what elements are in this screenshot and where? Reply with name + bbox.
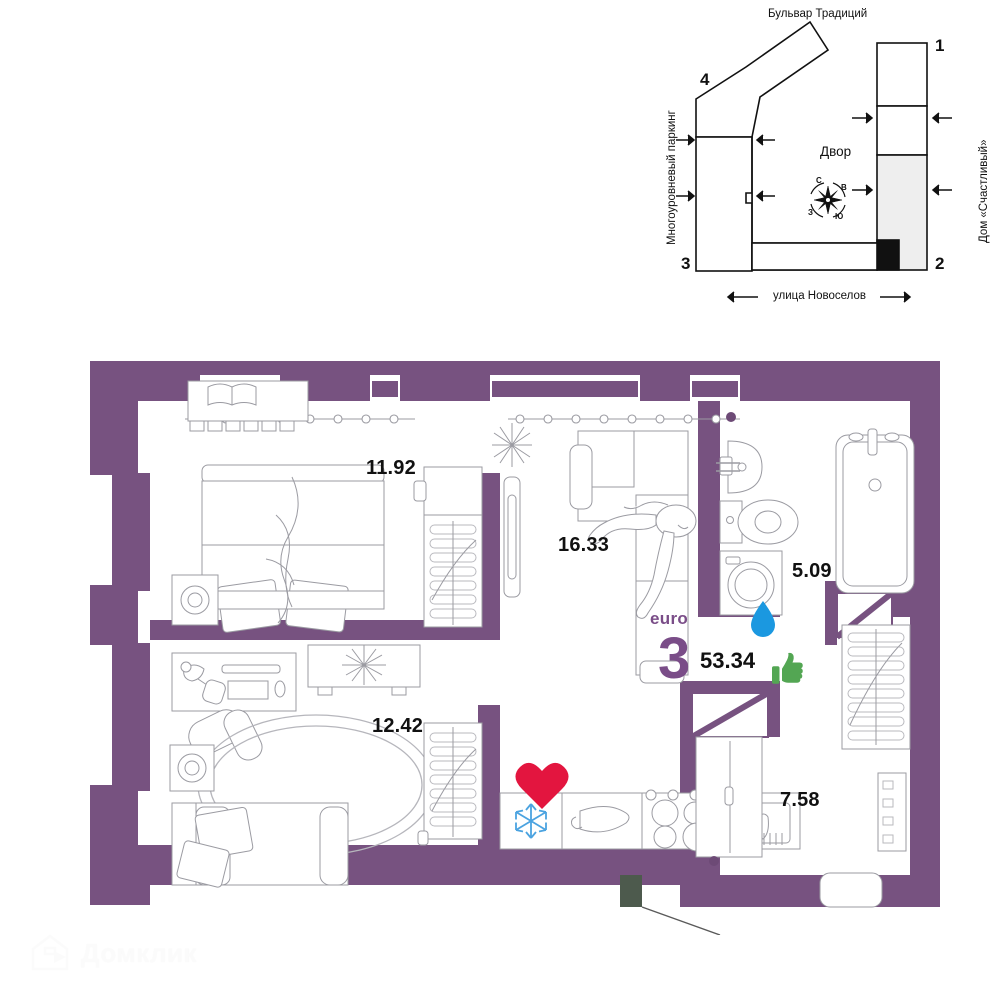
furniture (169, 380, 915, 908)
building-number-4: 4 (700, 70, 710, 89)
neighbor-building-label: Дом «Счастливый» (978, 139, 990, 243)
area-label-bedroom-1: 11.92 (366, 457, 416, 479)
heart-icon (515, 762, 569, 809)
walls (90, 361, 940, 907)
bedroom1-furniture (171, 380, 483, 633)
floor-plan: 11.92 16.33 5.09 12.42 7.58 euro 3 53.34 (80, 345, 940, 935)
total-area-label: 53.34 (700, 648, 756, 673)
floor-plan-drawing (90, 361, 940, 935)
watermark: Домклик (28, 928, 238, 978)
site-map-drawing (676, 20, 952, 303)
snowflake-icon (515, 803, 547, 839)
street-label-top: Бульвар Традиций (768, 8, 868, 20)
compass-east-label: В (841, 183, 847, 192)
courtyard-label: Двор (820, 144, 852, 159)
curtain-rail-living (508, 414, 740, 424)
parking-label: Многоуровневый паркинг (666, 110, 678, 245)
living-room-furniture (569, 430, 697, 684)
area-label-bedroom-2: 12.42 (372, 715, 424, 737)
compass-rose (810, 182, 846, 218)
area-label-hall: 7.58 (780, 789, 820, 811)
area-label-bathroom: 5.09 (792, 560, 832, 582)
layout-type-label: euro (650, 609, 689, 628)
bedroom2-furniture (169, 644, 483, 888)
building-number-1: 1 (935, 36, 945, 55)
compass-south-label: Ю (835, 212, 844, 221)
rooms-count-label: 3 (658, 626, 691, 691)
building-number-2: 2 (935, 254, 945, 273)
building-number-3: 3 (681, 254, 691, 273)
hall-furniture (695, 624, 911, 908)
bathroom-fixtures (716, 412, 915, 616)
site-map: Бульвар Традиций улица Новоселов Многоур… (640, 0, 1000, 320)
thumbs-up-icon (772, 652, 803, 684)
entrance-door (620, 875, 642, 907)
bedroom1-decor (492, 423, 532, 598)
compass-west-label: З (808, 208, 814, 217)
street-label-bottom: улица Новоселов (773, 290, 866, 302)
watermark-brand: Домклик (81, 938, 197, 968)
water-drop-icon (751, 601, 775, 637)
entrance-swing-line (641, 906, 721, 935)
compass-north-label: С (816, 176, 822, 185)
domclick-house-icon (31, 934, 69, 971)
area-label-living-room: 16.33 (558, 534, 610, 556)
plan-icons (515, 601, 803, 809)
